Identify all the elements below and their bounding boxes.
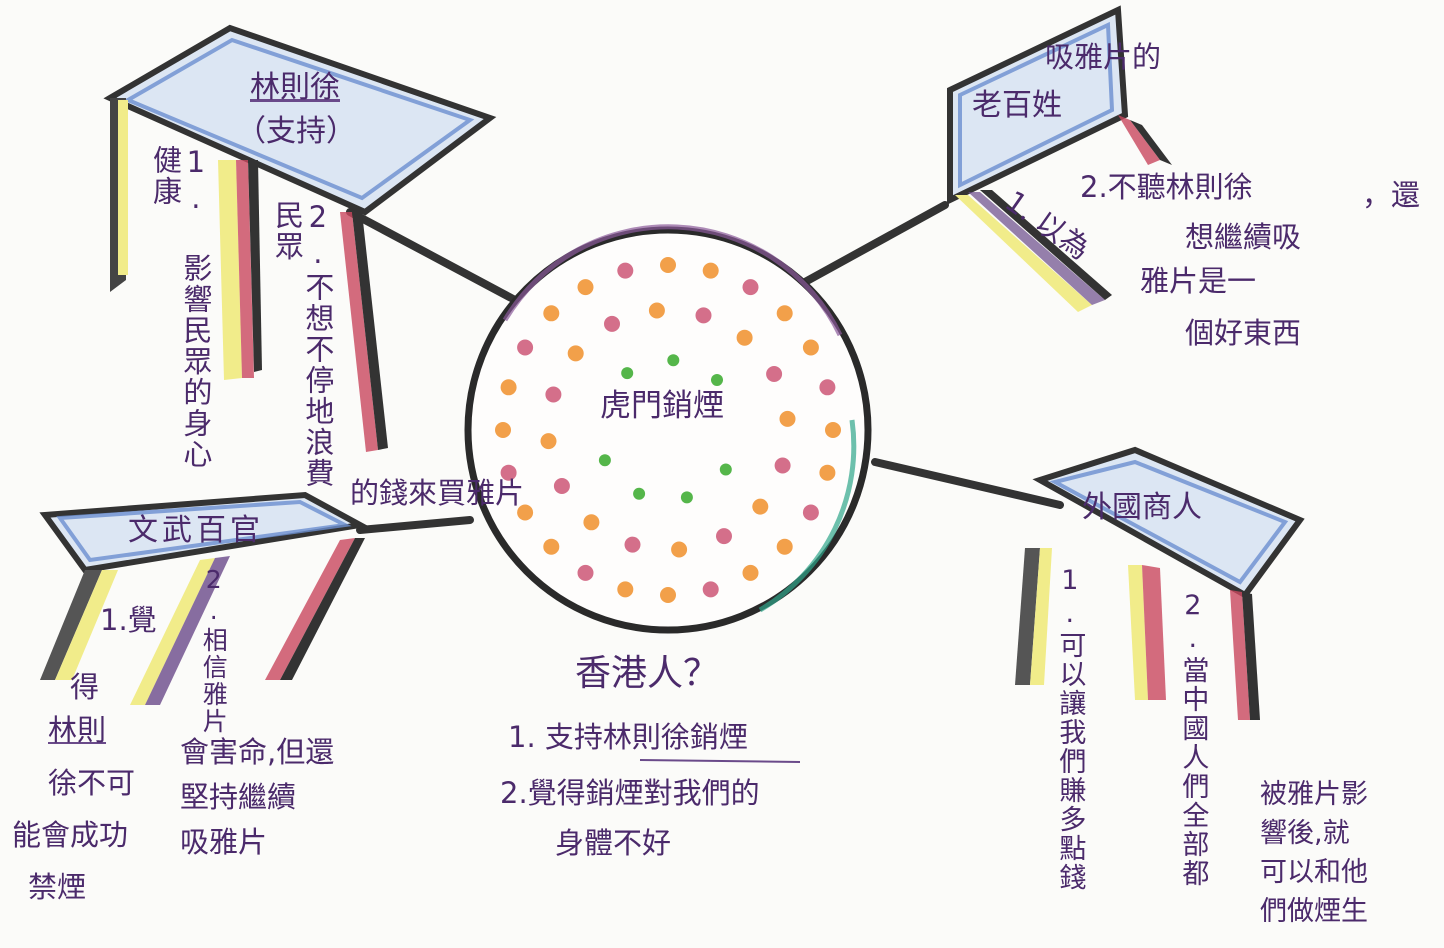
center-dot (776, 538, 793, 555)
connector-lines (346, 201, 1064, 534)
merchants-note-2: 2.當中國人們全部都 (1177, 590, 1209, 888)
lin-note-2b: 的錢來買雅片 (350, 476, 525, 510)
officials-note-1d: 徐不可 (48, 766, 136, 800)
center-dot (598, 454, 611, 467)
box-merchants (1015, 446, 1305, 720)
officials-note-1c: 林則 (48, 713, 107, 747)
center-dot (742, 279, 759, 296)
center-dot (648, 302, 665, 319)
people-note-2a: 2.不聽林則徐 (1080, 170, 1253, 204)
lin-note-2a: 2.不想不停地浪費民眾 (270, 200, 335, 489)
people-note-2d: 雅片是一 (1140, 264, 1257, 298)
lin-name: 林則徐 (250, 70, 340, 105)
officials-note-1e: 能會成功 (12, 818, 129, 852)
lin-sub: （支持） (236, 114, 356, 149)
center-dot (752, 498, 769, 515)
center-dot (543, 538, 560, 555)
center-dot (624, 536, 641, 553)
box-officials (39, 491, 370, 705)
center-dot (495, 422, 511, 438)
center-dot (695, 307, 712, 324)
center-dot (702, 262, 719, 279)
center-dot (819, 379, 836, 396)
hk-title: 香港人？ (575, 653, 720, 694)
box-lin (103, 24, 497, 452)
hk-item-2: 2.覺得銷煙對我們的 (500, 776, 760, 810)
center-dot (577, 279, 594, 296)
center-dot (819, 464, 836, 481)
connector-lin (346, 208, 519, 304)
center-dot (500, 464, 517, 481)
center-dot (604, 315, 620, 332)
center-dot (583, 514, 600, 531)
center-dots (495, 257, 841, 603)
connector-merchants (871, 458, 1064, 509)
center-dot (719, 463, 732, 476)
merchants-note-3: 被雅片影 響後,就 可以和他 們做煙生 (1260, 779, 1368, 928)
center-dot (671, 541, 688, 558)
center-dot (742, 564, 759, 581)
center-dot (617, 262, 634, 279)
center-dot (553, 478, 570, 494)
center-dot (802, 504, 819, 521)
center-dot (621, 367, 634, 380)
hk-item-2b: 身體不好 (555, 826, 672, 860)
officials-name: 文武百官 (128, 513, 264, 548)
center-dot (736, 329, 753, 346)
center-dot (716, 528, 732, 545)
center-dot (660, 257, 676, 273)
officials-note-1b: 得 (70, 670, 100, 704)
hk-item-1-prefix: 1. 支持 (508, 720, 603, 754)
officials-note-2a: 2.相信雅片 (199, 565, 229, 735)
hk-item-1-suffix: 銷煙 (689, 720, 748, 754)
center-title: 虎門銷煙 (600, 388, 724, 424)
people-above: 吸雅片的 (1045, 40, 1162, 74)
center-dot (545, 386, 562, 403)
center-dot (774, 457, 791, 474)
center-dot (567, 345, 584, 362)
center-dot (543, 305, 560, 322)
people-name: 老百姓 (972, 88, 1062, 123)
center-dot (540, 433, 557, 450)
center-dot (660, 587, 676, 603)
center-dot (766, 366, 783, 382)
center-dot (577, 564, 594, 581)
center-dot (667, 354, 680, 367)
center-dot (825, 422, 841, 438)
merchants-note-1: 1.可以讓我們賺多點錢 (1054, 565, 1086, 892)
box-people (947, 5, 1172, 312)
hk-item-1-underlined: 林則徐 (602, 720, 690, 754)
officials-note-1a: 1.覺 (100, 603, 157, 637)
center-dot (617, 581, 634, 598)
officials-note-2b: 會害命,但還 堅持繼續 吸雅片 (180, 735, 335, 859)
center-dot (500, 379, 517, 396)
merchants-name: 外國商人 (1082, 490, 1202, 525)
people-note-2b: ，還 (1362, 178, 1421, 212)
officials-note-1f: 禁煙 (28, 870, 87, 904)
center-dot (702, 581, 719, 598)
center-dot (779, 410, 796, 427)
hk-underline (639, 759, 801, 763)
people-note-2c: 想繼續吸 (1185, 220, 1302, 254)
center-dot (711, 374, 723, 386)
center-circle (464, 224, 872, 634)
people-note-2e: 個好東西 (1185, 316, 1302, 350)
connector-officials (356, 516, 474, 534)
center-dot (633, 487, 646, 500)
hk-item-1: 1. 支持林則徐銷煙 (508, 722, 748, 752)
center-dot (776, 305, 793, 322)
center-dot (517, 504, 534, 521)
center-dot (802, 339, 819, 356)
center-dot (517, 339, 534, 356)
connector-people (801, 201, 949, 286)
center-dot (680, 491, 693, 504)
lin-note-1: 1. 影響民眾的身心健康 (148, 145, 213, 470)
